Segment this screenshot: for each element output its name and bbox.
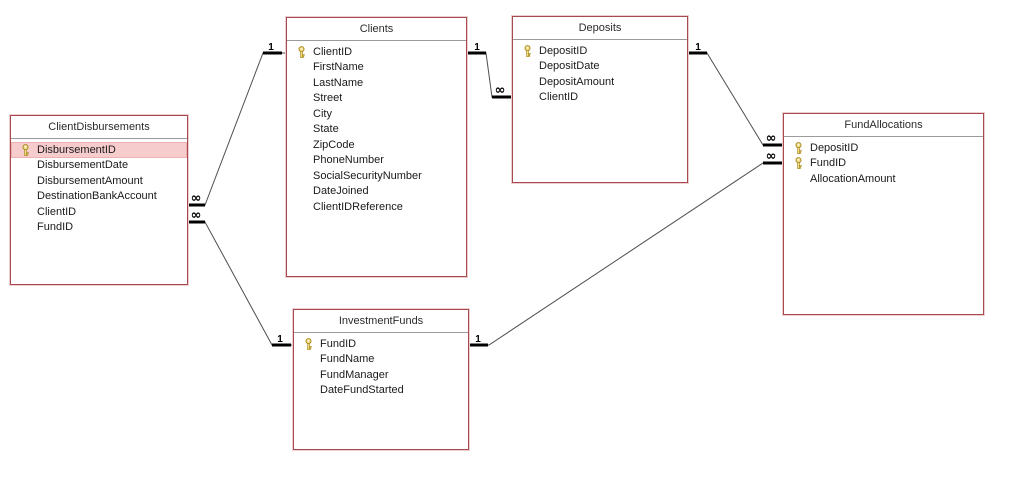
field-row-depositamount[interactable]: DepositAmount [513, 74, 687, 90]
field-name: ClientIDReference [313, 200, 403, 213]
cardinality-many-label: ∞ [766, 149, 777, 164]
field-row-allocationamount[interactable]: AllocationAmount [784, 171, 983, 187]
cardinality-many-label: ∞ [191, 208, 202, 223]
field-name: ClientID [313, 45, 353, 58]
field-name: DateJoined [313, 185, 369, 198]
field-row-fundid[interactable]: FundID [11, 220, 187, 236]
cardinality-one-label: 1 [268, 42, 274, 53]
primary-key-icon [20, 143, 37, 156]
table-clientdisbursements[interactable]: ClientDisbursements DisbursementID Disbu… [9, 114, 189, 286]
cardinality-one-label: 1 [277, 334, 283, 345]
field-row-phonenumber[interactable]: PhoneNumber [287, 153, 466, 169]
field-name: FirstName [313, 61, 364, 74]
table-clients[interactable]: Clients ClientID FirstName LastName Stre… [285, 16, 468, 278]
field-name: AllocationAmount [810, 172, 896, 185]
field-name: DepositAmount [539, 75, 615, 88]
field-name: FundID [37, 221, 74, 234]
primary-key-icon [793, 141, 810, 154]
field-row-clientid[interactable]: ClientID [287, 44, 466, 60]
field-row-disbursementid[interactable]: DisbursementID [11, 142, 187, 158]
field-name: FundID [320, 337, 357, 350]
field-row-datejoined[interactable]: DateJoined [287, 184, 466, 200]
primary-key-icon [522, 44, 539, 57]
field-row-depositdate[interactable]: DepositDate [513, 59, 687, 75]
field-name: DepositID [539, 44, 588, 57]
primary-key-icon [296, 45, 313, 58]
cardinality-one-label: 1 [695, 42, 701, 53]
cardinality-many-label: ∞ [495, 83, 506, 98]
field-name: DepositDate [539, 60, 600, 73]
field-row-fundmanager[interactable]: FundManager [294, 367, 468, 383]
field-list: DepositID FundID AllocationAmount [784, 137, 983, 187]
field-row-city[interactable]: City [287, 106, 466, 122]
field-row-clientidreference[interactable]: ClientIDReference [287, 199, 466, 215]
table-title[interactable]: Deposits [513, 17, 687, 40]
cardinality-many-label: ∞ [766, 131, 777, 146]
field-row-clientid[interactable]: ClientID [11, 204, 187, 220]
table-fundallocations[interactable]: FundAllocations DepositID FundID Allocat… [782, 112, 985, 316]
field-name: DisbursementID [37, 143, 116, 156]
field-row-disbursementdate[interactable]: DisbursementDate [11, 158, 187, 174]
field-row-clientid[interactable]: ClientID [513, 90, 687, 106]
field-row-depositid[interactable]: DepositID [513, 43, 687, 59]
field-row-datefundstarted[interactable]: DateFundStarted [294, 383, 468, 399]
field-name: City [313, 107, 332, 120]
field-row-lastname[interactable]: LastName [287, 75, 466, 91]
field-name: PhoneNumber [313, 154, 384, 167]
field-row-fundid[interactable]: FundID [784, 156, 983, 172]
field-row-socialsecuritynumber[interactable]: SocialSecurityNumber [287, 168, 466, 184]
field-name: ClientID [539, 91, 579, 104]
field-name: State [313, 123, 339, 136]
cardinality-one-label: 1 [475, 334, 481, 345]
field-row-disbursementamount[interactable]: DisbursementAmount [11, 173, 187, 189]
primary-key-icon [303, 337, 320, 350]
field-name: LastName [313, 76, 364, 89]
relationship-line-clients-clientdisbursements[interactable] [188, 52, 286, 206]
field-name: DisbursementDate [37, 159, 129, 172]
table-title[interactable]: InvestmentFunds [294, 310, 468, 333]
field-name: DisbursementAmount [37, 174, 143, 187]
field-row-firstname[interactable]: FirstName [287, 60, 466, 76]
primary-key-icon [793, 157, 810, 170]
field-name: FundID [810, 157, 847, 170]
field-name: FundName [320, 353, 375, 366]
relationship-line-investmentfunds-clientdisbursements[interactable] [188, 221, 293, 346]
cardinality-many-label: ∞ [191, 191, 202, 206]
field-name: FundManager [320, 368, 389, 381]
field-name: ClientID [37, 205, 77, 218]
field-name: DepositID [810, 141, 859, 154]
table-deposits[interactable]: Deposits DepositID DepositDate DepositAm… [511, 15, 689, 184]
table-title[interactable]: ClientDisbursements [11, 116, 187, 139]
field-row-zipcode[interactable]: ZipCode [287, 137, 466, 153]
relationship-line-investmentfunds-fundallocations[interactable] [469, 162, 783, 346]
field-list: DisbursementID DisbursementDate Disburse… [11, 139, 187, 235]
field-row-depositid[interactable]: DepositID [784, 140, 983, 156]
field-name: DestinationBankAccount [37, 190, 157, 203]
field-row-fundid[interactable]: FundID [294, 336, 468, 352]
field-list: DepositID DepositDate DepositAmount Clie… [513, 40, 687, 105]
table-title[interactable]: FundAllocations [784, 114, 983, 137]
field-row-destinationbankaccount[interactable]: DestinationBankAccount [11, 189, 187, 205]
field-row-fundname[interactable]: FundName [294, 352, 468, 368]
cardinality-one-label: 1 [474, 42, 480, 53]
field-row-street[interactable]: Street [287, 91, 466, 107]
field-list: FundID FundName FundManager DateFundStar… [294, 333, 468, 398]
field-name: Street [313, 92, 343, 105]
field-name: SocialSecurityNumber [313, 169, 422, 182]
field-list: ClientID FirstName LastName Street City … [287, 41, 466, 215]
table-title[interactable]: Clients [287, 18, 466, 41]
table-investmentfunds[interactable]: InvestmentFunds FundID FundName FundMana… [292, 308, 470, 451]
field-row-state[interactable]: State [287, 122, 466, 138]
field-name: DateFundStarted [320, 384, 404, 397]
field-name: ZipCode [313, 138, 355, 151]
